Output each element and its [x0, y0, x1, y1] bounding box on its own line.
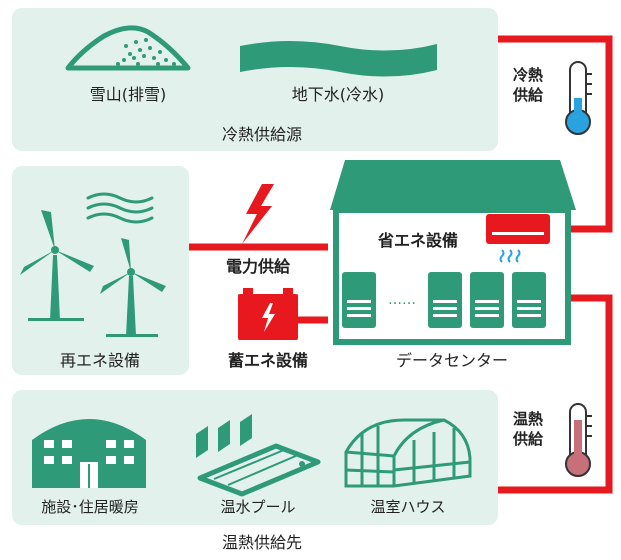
- rack-ellipsis: ……: [388, 292, 416, 308]
- supply-lines: [189, 35, 613, 494]
- pool-label: 温水プール: [220, 498, 295, 516]
- building-icon: [32, 419, 146, 488]
- pool-icon: [196, 414, 321, 497]
- facility-label: 施設･住居暖房: [41, 498, 139, 516]
- cold-supply-label-2: 供給: [512, 86, 544, 104]
- renewable-panel: [12, 166, 189, 375]
- warm-supply-line: [498, 294, 613, 494]
- warm-supply-label-1: 温熱: [513, 410, 543, 428]
- cold-source-caption: 冷熱供給源: [222, 125, 302, 144]
- air-conditioner-icon: [486, 214, 550, 263]
- cold-source-panel: [12, 8, 498, 151]
- greenhouse-label: 温室ハウス: [370, 498, 445, 516]
- lightning-icon: [242, 184, 274, 244]
- groundwater-label: 地下水(冷水): [292, 85, 385, 104]
- snow-label: 雪山(排雪): [90, 85, 167, 104]
- snow-mountain-icon: [65, 25, 191, 71]
- storage-label: 蓄エネ設備: [228, 351, 308, 370]
- destination-caption: 温熱供給先: [222, 533, 302, 552]
- warm-supply-label-2: 供給: [512, 430, 544, 448]
- server-rack-icon: [342, 272, 376, 328]
- energy-saving-label: 省エネ設備: [377, 231, 458, 250]
- wind-turbine-icon: [20, 210, 94, 321]
- cold-supply-label-1: 冷熱: [513, 66, 543, 84]
- server-rack-icon: [512, 272, 546, 328]
- renewable-caption: 再エネ設備: [60, 351, 140, 370]
- power-supply-label: 電力供給: [226, 257, 291, 276]
- cold-supply-line: [498, 35, 613, 233]
- greenhouse-icon: [344, 418, 472, 488]
- thermometer-warm-icon: [565, 403, 592, 477]
- datacenter-caption: データセンター: [396, 351, 508, 370]
- wind-turbine-icon: [100, 238, 166, 337]
- server-rack-icon: [470, 272, 504, 328]
- battery-icon: [238, 288, 298, 340]
- groundwater-icon: [240, 41, 437, 77]
- server-rack-icon: [428, 272, 462, 328]
- thermometer-cold-icon: [565, 61, 592, 135]
- wind-icon: [86, 192, 154, 224]
